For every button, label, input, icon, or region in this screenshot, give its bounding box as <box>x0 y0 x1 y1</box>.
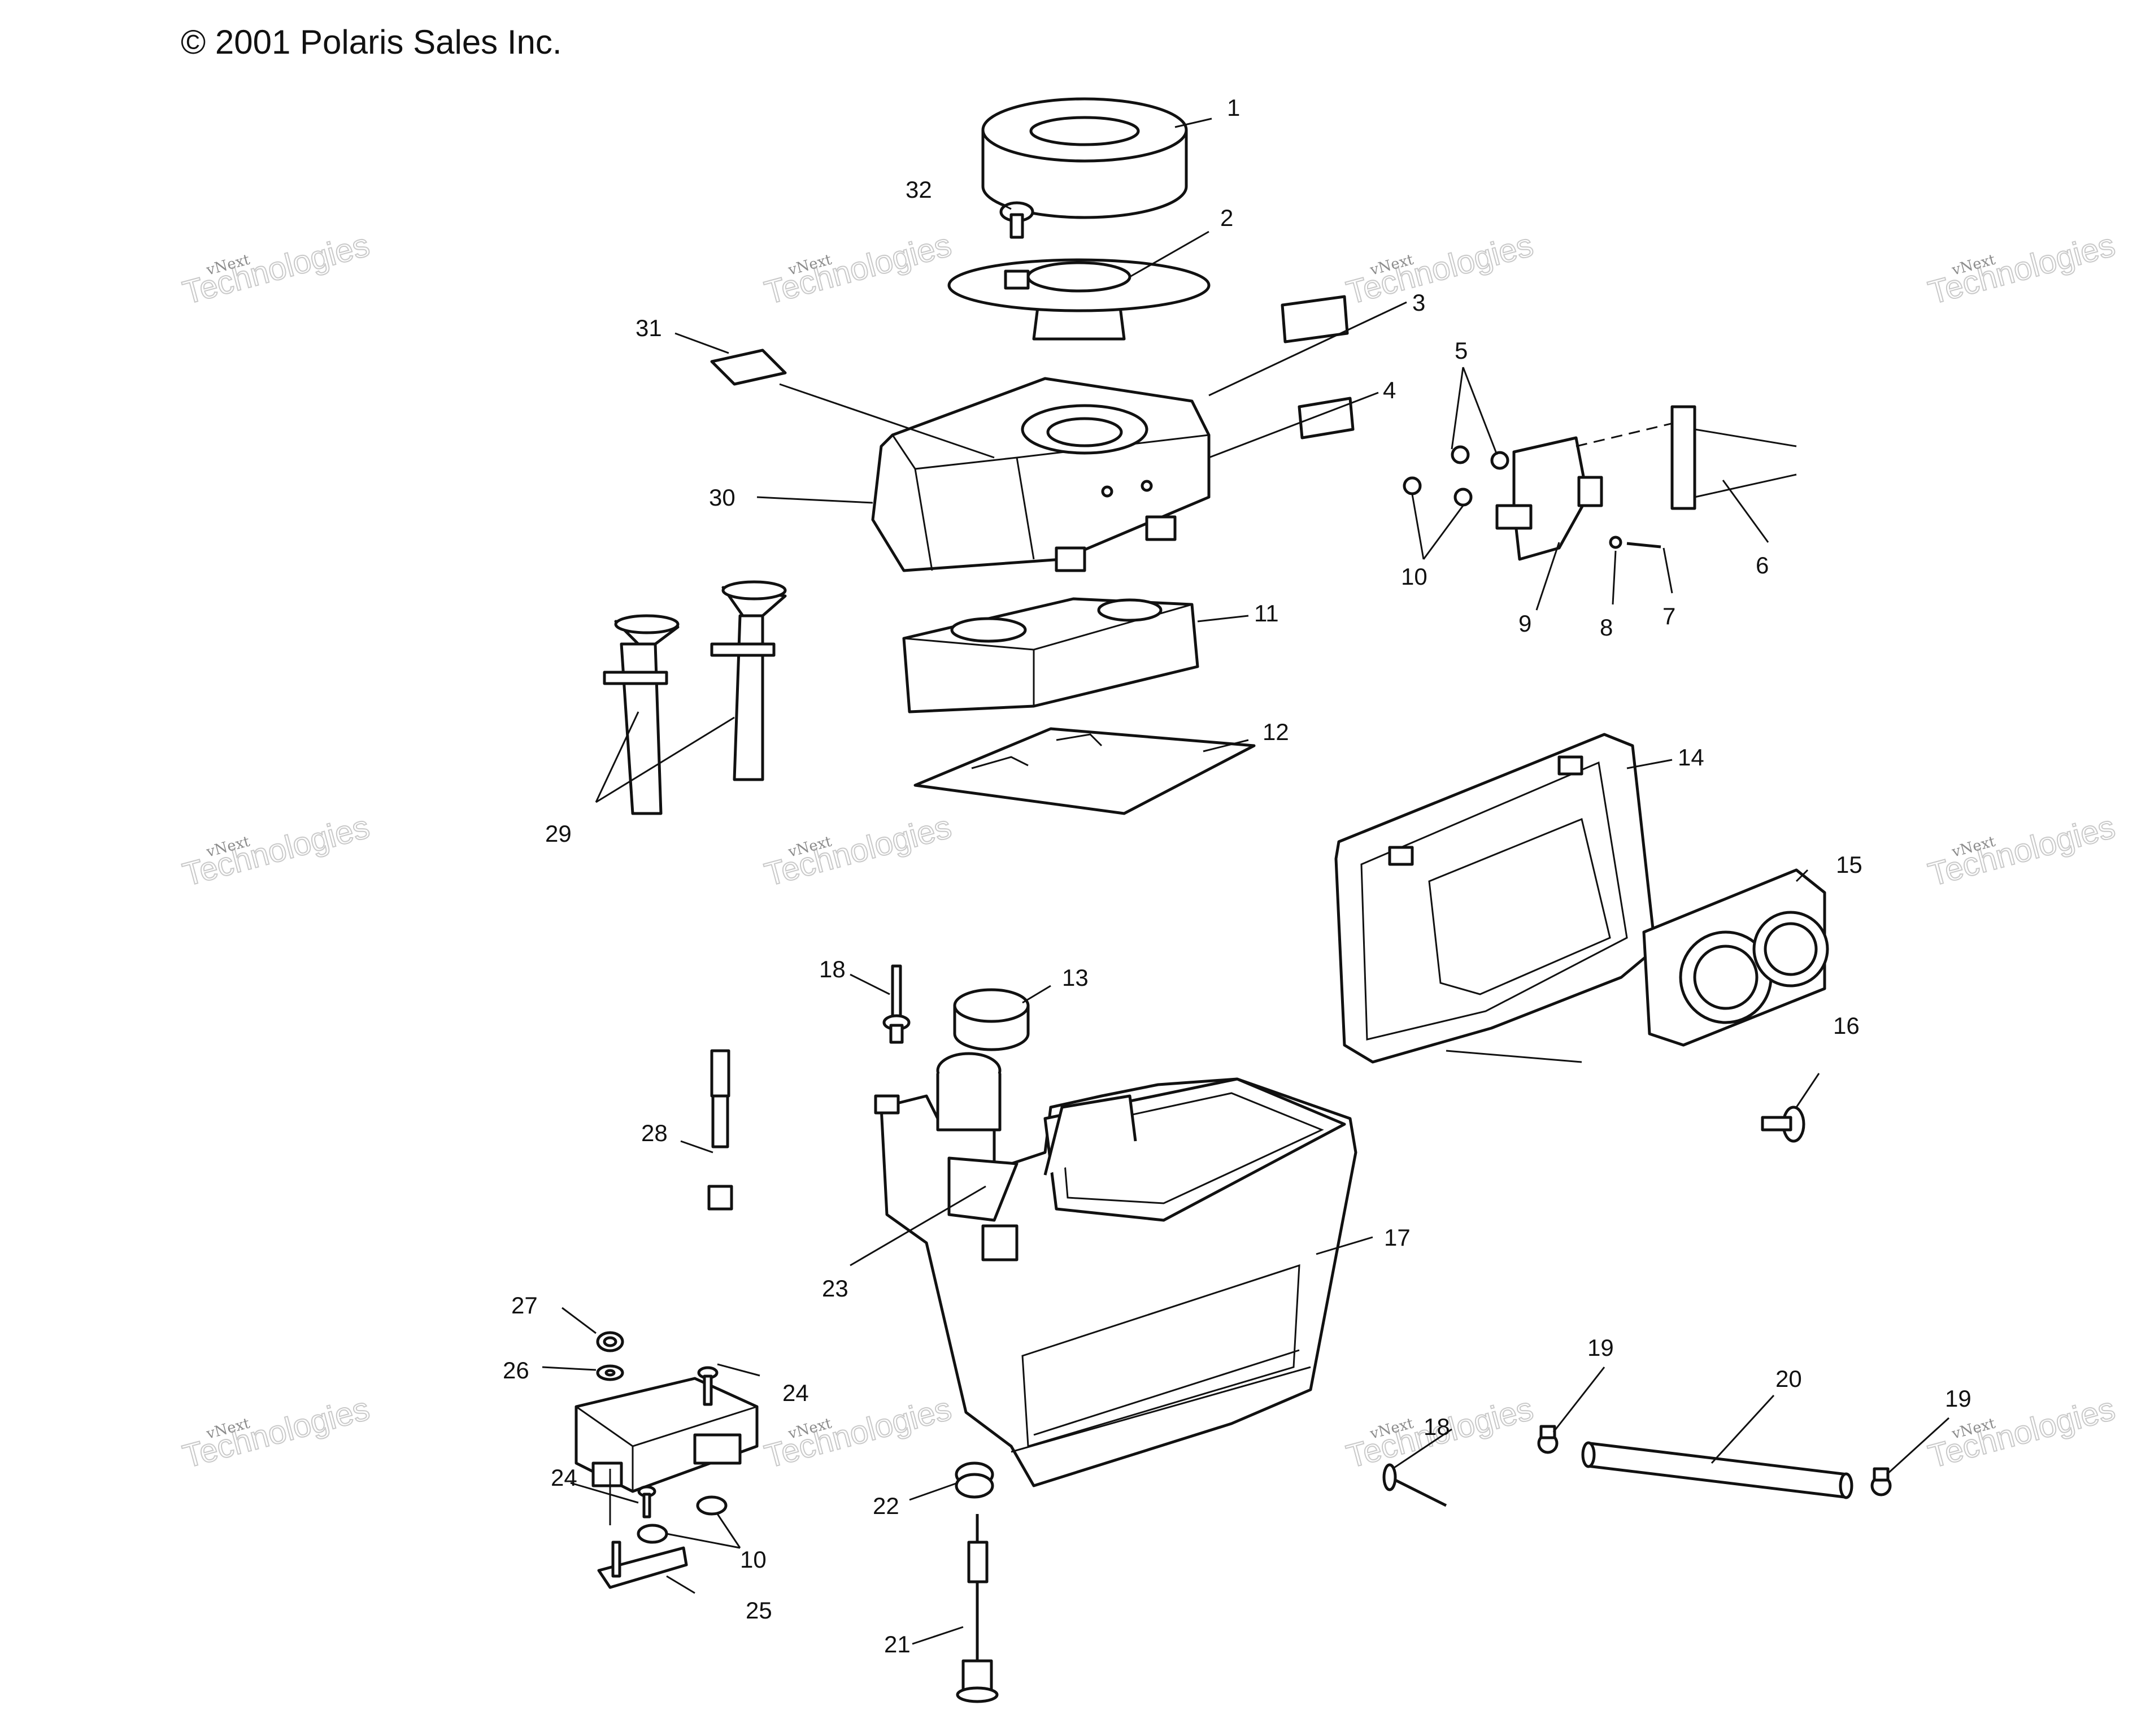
part-14-airbox-frame <box>1334 733 1657 1064</box>
callout-25: 25 <box>746 1597 772 1624</box>
callout-18: 18 <box>819 956 846 982</box>
callout-13: 13 <box>1062 964 1089 991</box>
callout-10-lower: 10 <box>740 1546 767 1573</box>
watermark: Technologies vNext <box>179 1390 374 1476</box>
callout-30: 30 <box>709 484 735 511</box>
callout-23: 23 <box>822 1275 848 1302</box>
part-28-clip <box>707 1049 733 1211</box>
part-cdi-module <box>575 1377 759 1493</box>
part-4-label <box>1298 397 1355 440</box>
part-14-edge-line <box>1446 1050 1582 1063</box>
part-29-velocity-stack-right <box>710 580 787 781</box>
copyright-text: © 2001 Polaris Sales Inc. <box>181 23 562 61</box>
part-21-level-sensor <box>956 1514 999 1703</box>
part-11-foam-filter <box>902 597 1199 713</box>
callout-labels: 1 2 3 4 5 6 7 8 9 10 11 12 13 14 15 16 1… <box>503 94 1971 1657</box>
part-10-grommet-lower <box>637 1495 728 1544</box>
callout-2: 2 <box>1220 205 1233 231</box>
part-17-airbox-body <box>874 1052 1357 1487</box>
part-26-washer <box>596 1364 624 1381</box>
part-15-airbox-boot <box>1642 868 1829 1047</box>
callout-4: 4 <box>1383 377 1396 403</box>
part-32-push-rivet <box>999 201 1034 239</box>
part-25-bracket <box>597 1541 688 1589</box>
watermark: Technologies vNext <box>760 808 956 894</box>
callout-16: 16 <box>1833 1012 1860 1039</box>
part-30-airbox-cover <box>871 377 1211 572</box>
leader-lines <box>542 118 1950 1645</box>
callout-3: 3 <box>1412 289 1425 316</box>
callout-19-right: 19 <box>1945 1385 1971 1412</box>
watermark: Technologies vNext <box>179 226 374 312</box>
callout-15: 15 <box>1836 851 1862 878</box>
callout-19: 19 <box>1587 1334 1614 1361</box>
callout-27: 27 <box>511 1292 538 1319</box>
part-22-grommet <box>955 1461 994 1499</box>
callout-9: 9 <box>1518 610 1531 637</box>
callout-5: 5 <box>1455 337 1468 364</box>
part-31-label <box>710 349 787 386</box>
part-24-screw-bottom <box>637 1485 656 1519</box>
callout-24-lower: 24 <box>551 1464 577 1491</box>
part-3-label <box>1281 295 1349 343</box>
callout-32: 32 <box>906 176 932 203</box>
callout-6: 6 <box>1756 552 1769 578</box>
part-12-gasket-sheet <box>913 727 1256 815</box>
part-20-hose <box>1581 1441 1853 1499</box>
part-27-nut <box>596 1331 624 1352</box>
callout-22: 22 <box>873 1493 899 1519</box>
watermark: Technologies vNext <box>760 226 956 312</box>
part-18-rivet-top <box>882 964 911 1044</box>
callout-31: 31 <box>636 315 662 341</box>
part-1-foam-ring <box>981 97 1188 219</box>
part-5-10-ignition-coil-assembly <box>1403 405 1797 561</box>
watermark: Technologies vNext <box>1342 226 1538 312</box>
part-18-rivet-lower <box>1382 1463 1447 1507</box>
callout-20: 20 <box>1775 1365 1802 1392</box>
callout-21: 21 <box>884 1631 911 1657</box>
part-16-push-rivet <box>1761 1106 1805 1143</box>
callout-26: 26 <box>503 1357 529 1383</box>
callout-8: 8 <box>1600 614 1613 641</box>
part-24-screw-top <box>697 1366 719 1406</box>
watermark: Technologies vNext <box>179 808 374 894</box>
callout-1: 1 <box>1227 94 1240 121</box>
callout-10: 10 <box>1401 563 1427 590</box>
part-13-oil-cap <box>953 988 1030 1051</box>
watermark: Technologies vNext <box>1924 808 2119 894</box>
callout-17: 17 <box>1384 1224 1411 1251</box>
callout-11: 11 <box>1254 600 1279 626</box>
callout-28: 28 <box>641 1120 668 1146</box>
parts <box>575 97 1892 1703</box>
callout-7: 7 <box>1662 603 1675 629</box>
part-19-clamp-right <box>1870 1467 1892 1496</box>
callout-12: 12 <box>1263 719 1289 745</box>
part-2-intake-adapter <box>947 258 1211 341</box>
callout-14: 14 <box>1678 744 1704 771</box>
callout-24: 24 <box>782 1380 809 1406</box>
callout-18-lower: 18 <box>1424 1413 1450 1440</box>
callout-29: 29 <box>545 820 572 847</box>
part-19-clamp-left <box>1537 1425 1559 1454</box>
watermark: Technologies vNext <box>1924 226 2119 312</box>
part-29-velocity-stack-left <box>603 614 680 815</box>
